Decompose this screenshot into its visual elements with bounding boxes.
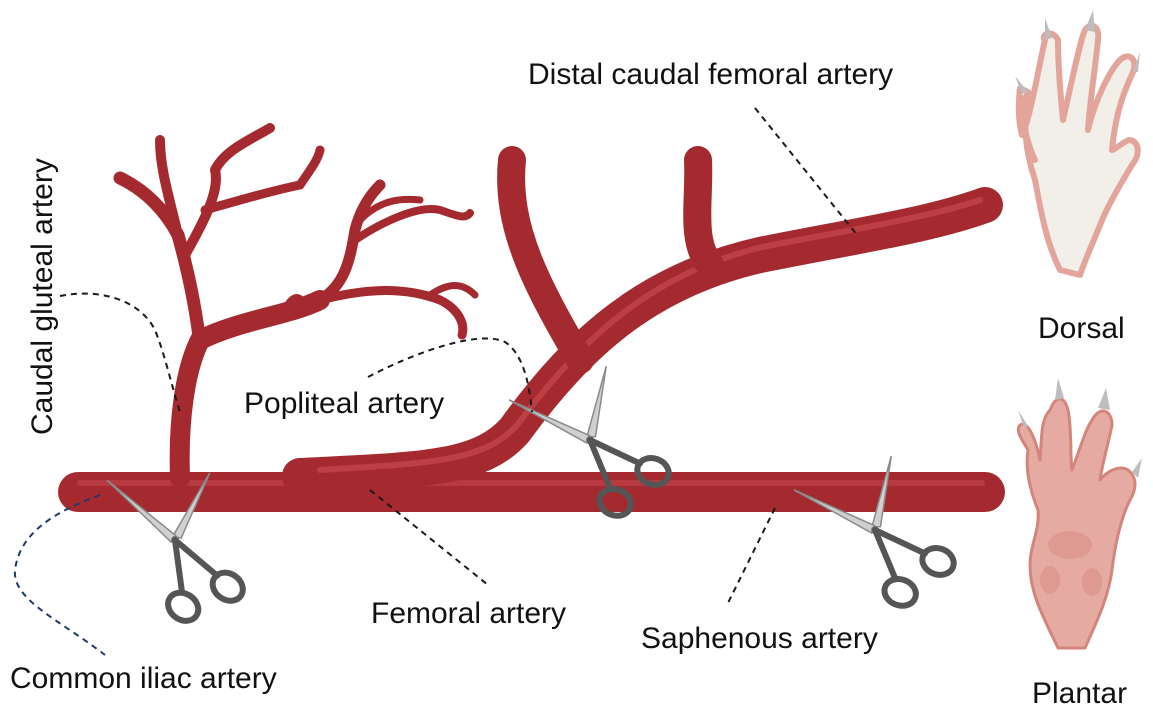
- plantar-paw-icon: [1018, 378, 1142, 648]
- vessel-tree: [78, 128, 985, 492]
- popliteal-artery-label: Popliteal artery: [244, 387, 444, 420]
- popliteal-artery-vessel: [300, 205, 985, 476]
- plantar-label: Plantar: [1032, 677, 1127, 710]
- descending-branch-vessel: [511, 160, 580, 360]
- caudal-gluteal-vessel-tree: [120, 128, 475, 478]
- saphenous-artery-label: Saphenous artery: [641, 622, 878, 655]
- distal-caudal-femoral-leader: [755, 108, 858, 236]
- dorsal-label: Dorsal: [1038, 312, 1125, 345]
- upper-branch-vessel: [697, 160, 710, 265]
- femoral-artery-label: Femoral artery: [371, 597, 566, 630]
- caudal-gluteal-leader: [60, 294, 180, 412]
- common-iliac-leader: [15, 495, 105, 655]
- saphenous-leader: [727, 508, 775, 605]
- caudal-gluteal-artery-label: Caudal gluteal artery: [26, 158, 59, 435]
- common-iliac-artery-label: Common iliac artery: [10, 662, 277, 695]
- dorsal-paw-icon: [1015, 10, 1140, 275]
- distal-caudal-femoral-artery-label: Distal caudal femoral artery: [528, 58, 893, 91]
- scissors-icon: [769, 429, 982, 619]
